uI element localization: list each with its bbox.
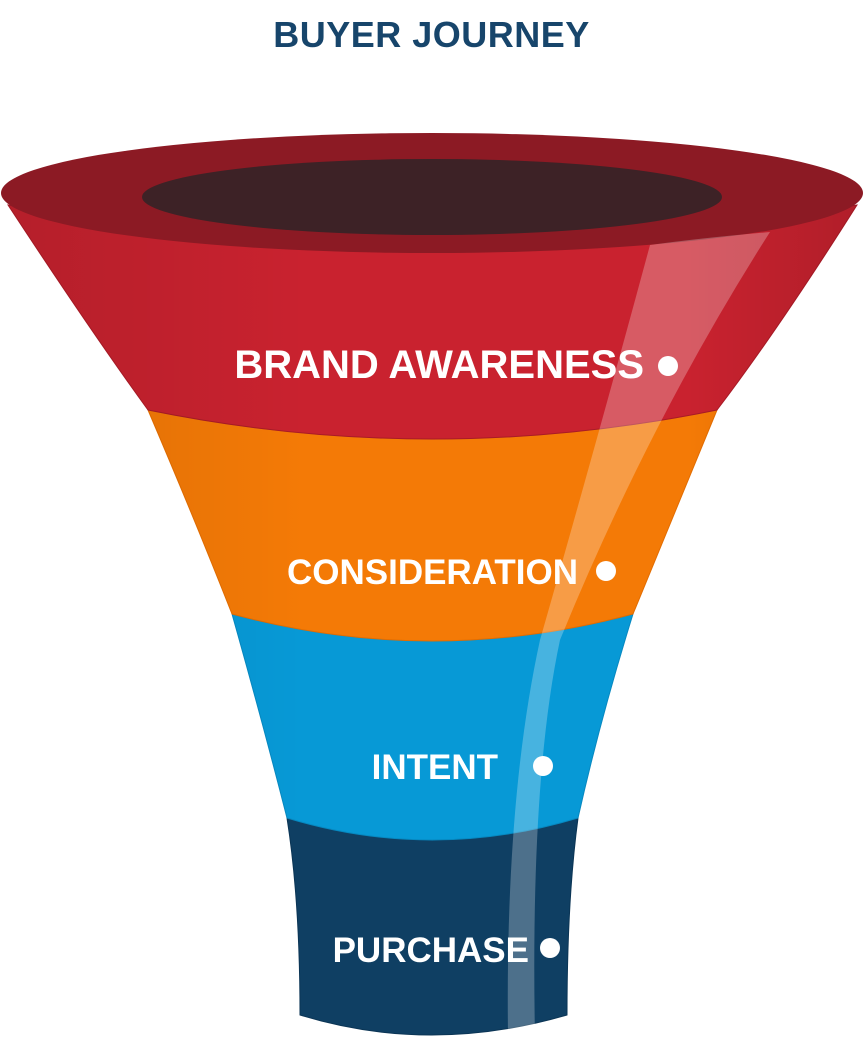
stage-label-purchase: PURCHASE [333,931,529,970]
funnel-shading [8,205,857,1035]
stage-label-brand-awareness: BRAND AWARENESS [234,343,644,387]
stage-label-intent: INTENT [372,748,498,787]
gloss-highlight [507,232,770,1039]
bullet-purchase [540,938,560,958]
bullet-intent [533,756,553,776]
bullet-brand-awareness [658,356,678,376]
stage-label-consideration: CONSIDERATION [287,553,578,592]
page-title: BUYER JOURNEY [273,14,590,55]
bullet-consideration [596,561,616,581]
funnel-opening [142,159,722,235]
